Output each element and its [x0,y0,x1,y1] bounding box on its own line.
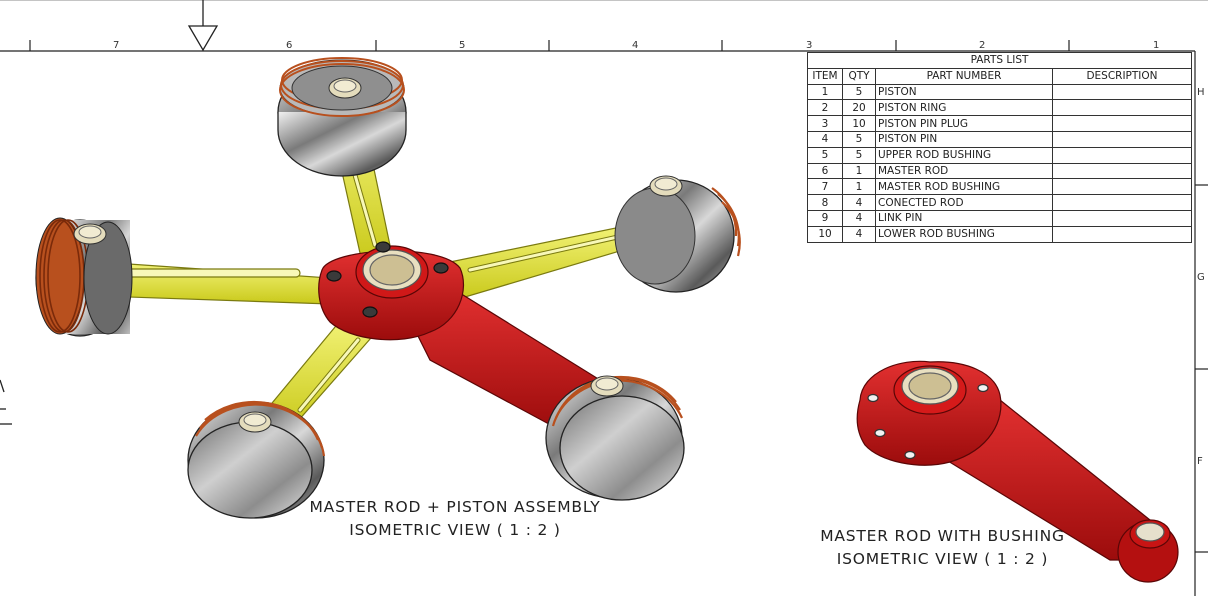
cell-item: 6 [807,162,843,180]
table-row: 1 5 PISTON [807,83,1192,101]
cell-part-number: PISTON PIN [875,130,1053,148]
table-row: 9 4 LINK PIN [807,209,1192,227]
rod-slot [119,268,301,278]
cell-item: 7 [807,178,843,196]
column-number-6: 6 [286,40,293,51]
piston-lower-right [545,375,685,501]
cell-qty: 4 [842,194,876,211]
cell-description [1052,83,1192,101]
table-row: 6 1 MASTER ROD [807,162,1192,180]
assembly-view [35,57,741,519]
cell-part-number: UPPER ROD BUSHING [875,146,1053,164]
column-number-1: 1 [1153,40,1160,51]
table-row: 2 20 PISTON RING [807,99,1192,117]
cell-description [1052,115,1192,132]
cell-qty: 5 [842,130,876,148]
cell-description [1052,209,1192,227]
parts-list-title: PARTS LIST [807,52,1192,69]
cell-qty: 5 [842,146,876,164]
table-row: 10 4 LOWER ROD BUSHING [807,225,1192,243]
cell-description [1052,130,1192,148]
master-rod-view-holes [867,383,989,460]
cell-part-number: LOWER ROD BUSHING [875,225,1053,243]
section-indicator [0,379,12,425]
master-rod-view-caption: MASTER ROD WITH BUSHING ISOMETRIC VIEW (… [805,525,1080,571]
assembly-view-caption: MASTER ROD + PISTON ASSEMBLY ISOMETRIC V… [290,496,620,542]
cell-description [1052,162,1192,180]
master-rod-view-title: MASTER ROD WITH BUSHING [820,527,1065,545]
column-number-7: 7 [113,40,120,51]
column-number-5: 5 [459,40,466,51]
centering-mark [187,0,219,52]
connecting-rod-left [99,261,331,305]
cell-part-number: MASTER ROD [875,162,1053,180]
cell-item: 9 [807,209,843,227]
column-number-3: 3 [806,40,813,51]
cell-part-number: PISTON [875,83,1053,101]
cell-description [1052,225,1192,243]
header-qty: QTY [842,67,876,85]
master-rod-view [856,360,1179,583]
cell-part-number: PISTON PIN PLUG [875,115,1053,132]
link-pins [326,241,449,318]
column-number-2: 2 [979,40,986,51]
piston-left [35,217,133,337]
piston-lower-left [187,400,326,519]
cell-qty: 1 [842,178,876,196]
column-number-4: 4 [632,40,639,51]
cell-description [1052,194,1192,211]
master-rod-assembly [318,111,601,431]
row-letter-f: F [1197,456,1203,467]
cell-item: 10 [807,225,843,243]
cell-item: 5 [807,146,843,164]
table-row: 4 5 PISTON PIN [807,130,1192,148]
cell-qty: 10 [842,115,876,132]
parts-list-header-row: ITEM QTY PART NUMBER DESCRIPTION [807,67,1192,85]
assembly-view-scale: ISOMETRIC VIEW ( 1 : 2 ) [349,521,561,539]
cell-qty: 5 [842,83,876,101]
cell-item: 4 [807,130,843,148]
cell-item: 3 [807,115,843,132]
cell-part-number: CONECTED ROD [875,194,1053,211]
cell-qty: 4 [842,209,876,227]
cell-item: 1 [807,83,843,101]
cell-part-number: PISTON RING [875,99,1053,117]
cell-qty: 1 [842,162,876,180]
cell-qty: 20 [842,99,876,117]
piston-upper-right [614,175,741,293]
parts-list-table: PARTS LIST ITEM QTY PART NUMBER DESCRIPT… [807,52,1192,243]
table-row: 5 5 UPPER ROD BUSHING [807,146,1192,164]
cell-item: 2 [807,99,843,117]
master-rod-view-scale: ISOMETRIC VIEW ( 1 : 2 ) [836,550,1049,568]
cell-item: 8 [807,194,843,211]
header-description: DESCRIPTION [1052,67,1192,85]
table-row: 7 1 MASTER ROD BUSHING [807,178,1192,196]
header-item: ITEM [807,67,843,85]
cell-description [1052,146,1192,164]
header-part-number: PART NUMBER [875,67,1053,85]
cell-part-number: MASTER ROD BUSHING [875,178,1053,196]
cell-part-number: LINK PIN [875,209,1053,227]
table-row: 3 10 PISTON PIN PLUG [807,115,1192,132]
row-ticks [1195,184,1208,553]
assembly-view-title: MASTER ROD + PISTON ASSEMBLY [309,498,601,516]
cell-description [1052,178,1192,196]
cell-qty: 4 [842,225,876,243]
row-letter-h: H [1197,87,1205,98]
table-row: 8 4 CONECTED ROD [807,194,1192,211]
column-ticks [29,40,1070,51]
row-letter-g: G [1197,272,1205,283]
cell-description [1052,99,1192,117]
piston-top [277,57,407,177]
connecting-rods [99,221,651,431]
